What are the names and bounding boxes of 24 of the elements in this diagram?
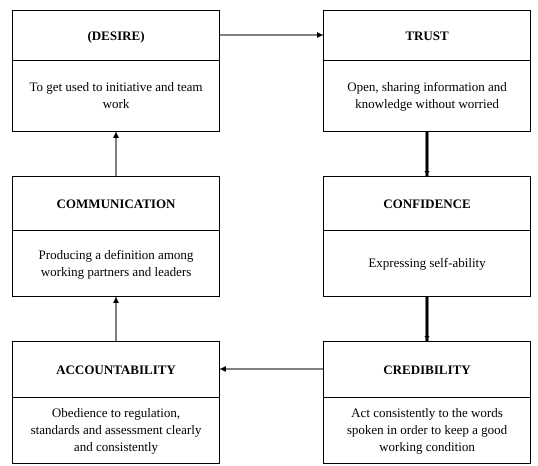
process-box [12,341,220,464]
process-box [12,10,220,132]
arrow [220,366,324,372]
process-box [323,10,531,132]
process-box [323,176,531,297]
box-description: Producing a definition among working partners and leaders [38,246,194,280]
arrow [220,32,324,38]
arrow [424,132,430,176]
arrow [424,297,430,341]
process-box [12,176,220,297]
box-description: Expressing self-ability [368,255,486,272]
box-heading: TRUST [405,28,449,44]
box-description: Obedience to regulation, standards and assessment clearly and consistently [30,405,202,456]
box-description: To get used to initiative and team work [28,79,204,113]
box-heading: CREDIBILITY [383,362,471,378]
box-description: Act consistently to the words spoken in order to keep a good working condition [346,405,508,456]
box-heading: CONFIDENCE [383,196,471,212]
box-heading: (DESIRE) [87,28,145,44]
arrow [113,296,119,342]
box-description: Open, sharing information and knowledge without worried [346,79,508,113]
arrow [113,132,119,176]
box-heading: COMMUNICATION [56,196,176,212]
box-heading: ACCOUNTABILITY [56,362,176,378]
process-box [323,341,531,464]
